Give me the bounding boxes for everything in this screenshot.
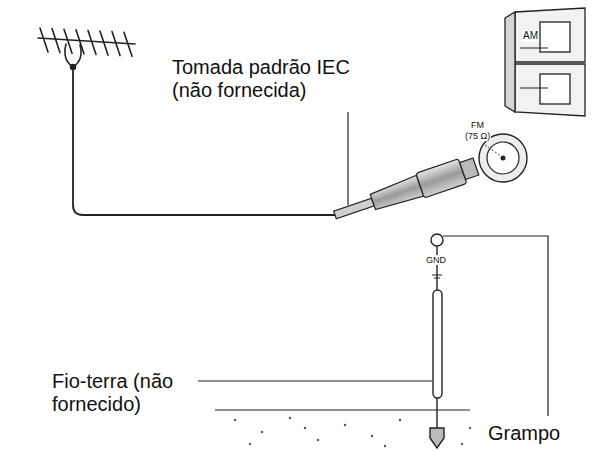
terminal-label: FM bbox=[470, 120, 485, 130]
ground-surface bbox=[215, 409, 470, 410]
part-label: Grampo bbox=[488, 422, 560, 445]
terminal-label: AM bbox=[522, 30, 539, 42]
part-label: Tomada padrão IEC (não fornecida) bbox=[172, 56, 386, 102]
am-terminals bbox=[505, 8, 585, 116]
terminal-label: (75 Ω) bbox=[464, 131, 491, 141]
iec-plug bbox=[331, 154, 480, 227]
part-label: Fio-terra (não fornecido) bbox=[52, 370, 202, 416]
terminal-label: GND bbox=[425, 255, 447, 265]
ground-wire bbox=[433, 290, 442, 398]
leader-lines bbox=[198, 112, 548, 416]
ground-terminal bbox=[215, 234, 471, 448]
ground-stake bbox=[430, 428, 444, 448]
